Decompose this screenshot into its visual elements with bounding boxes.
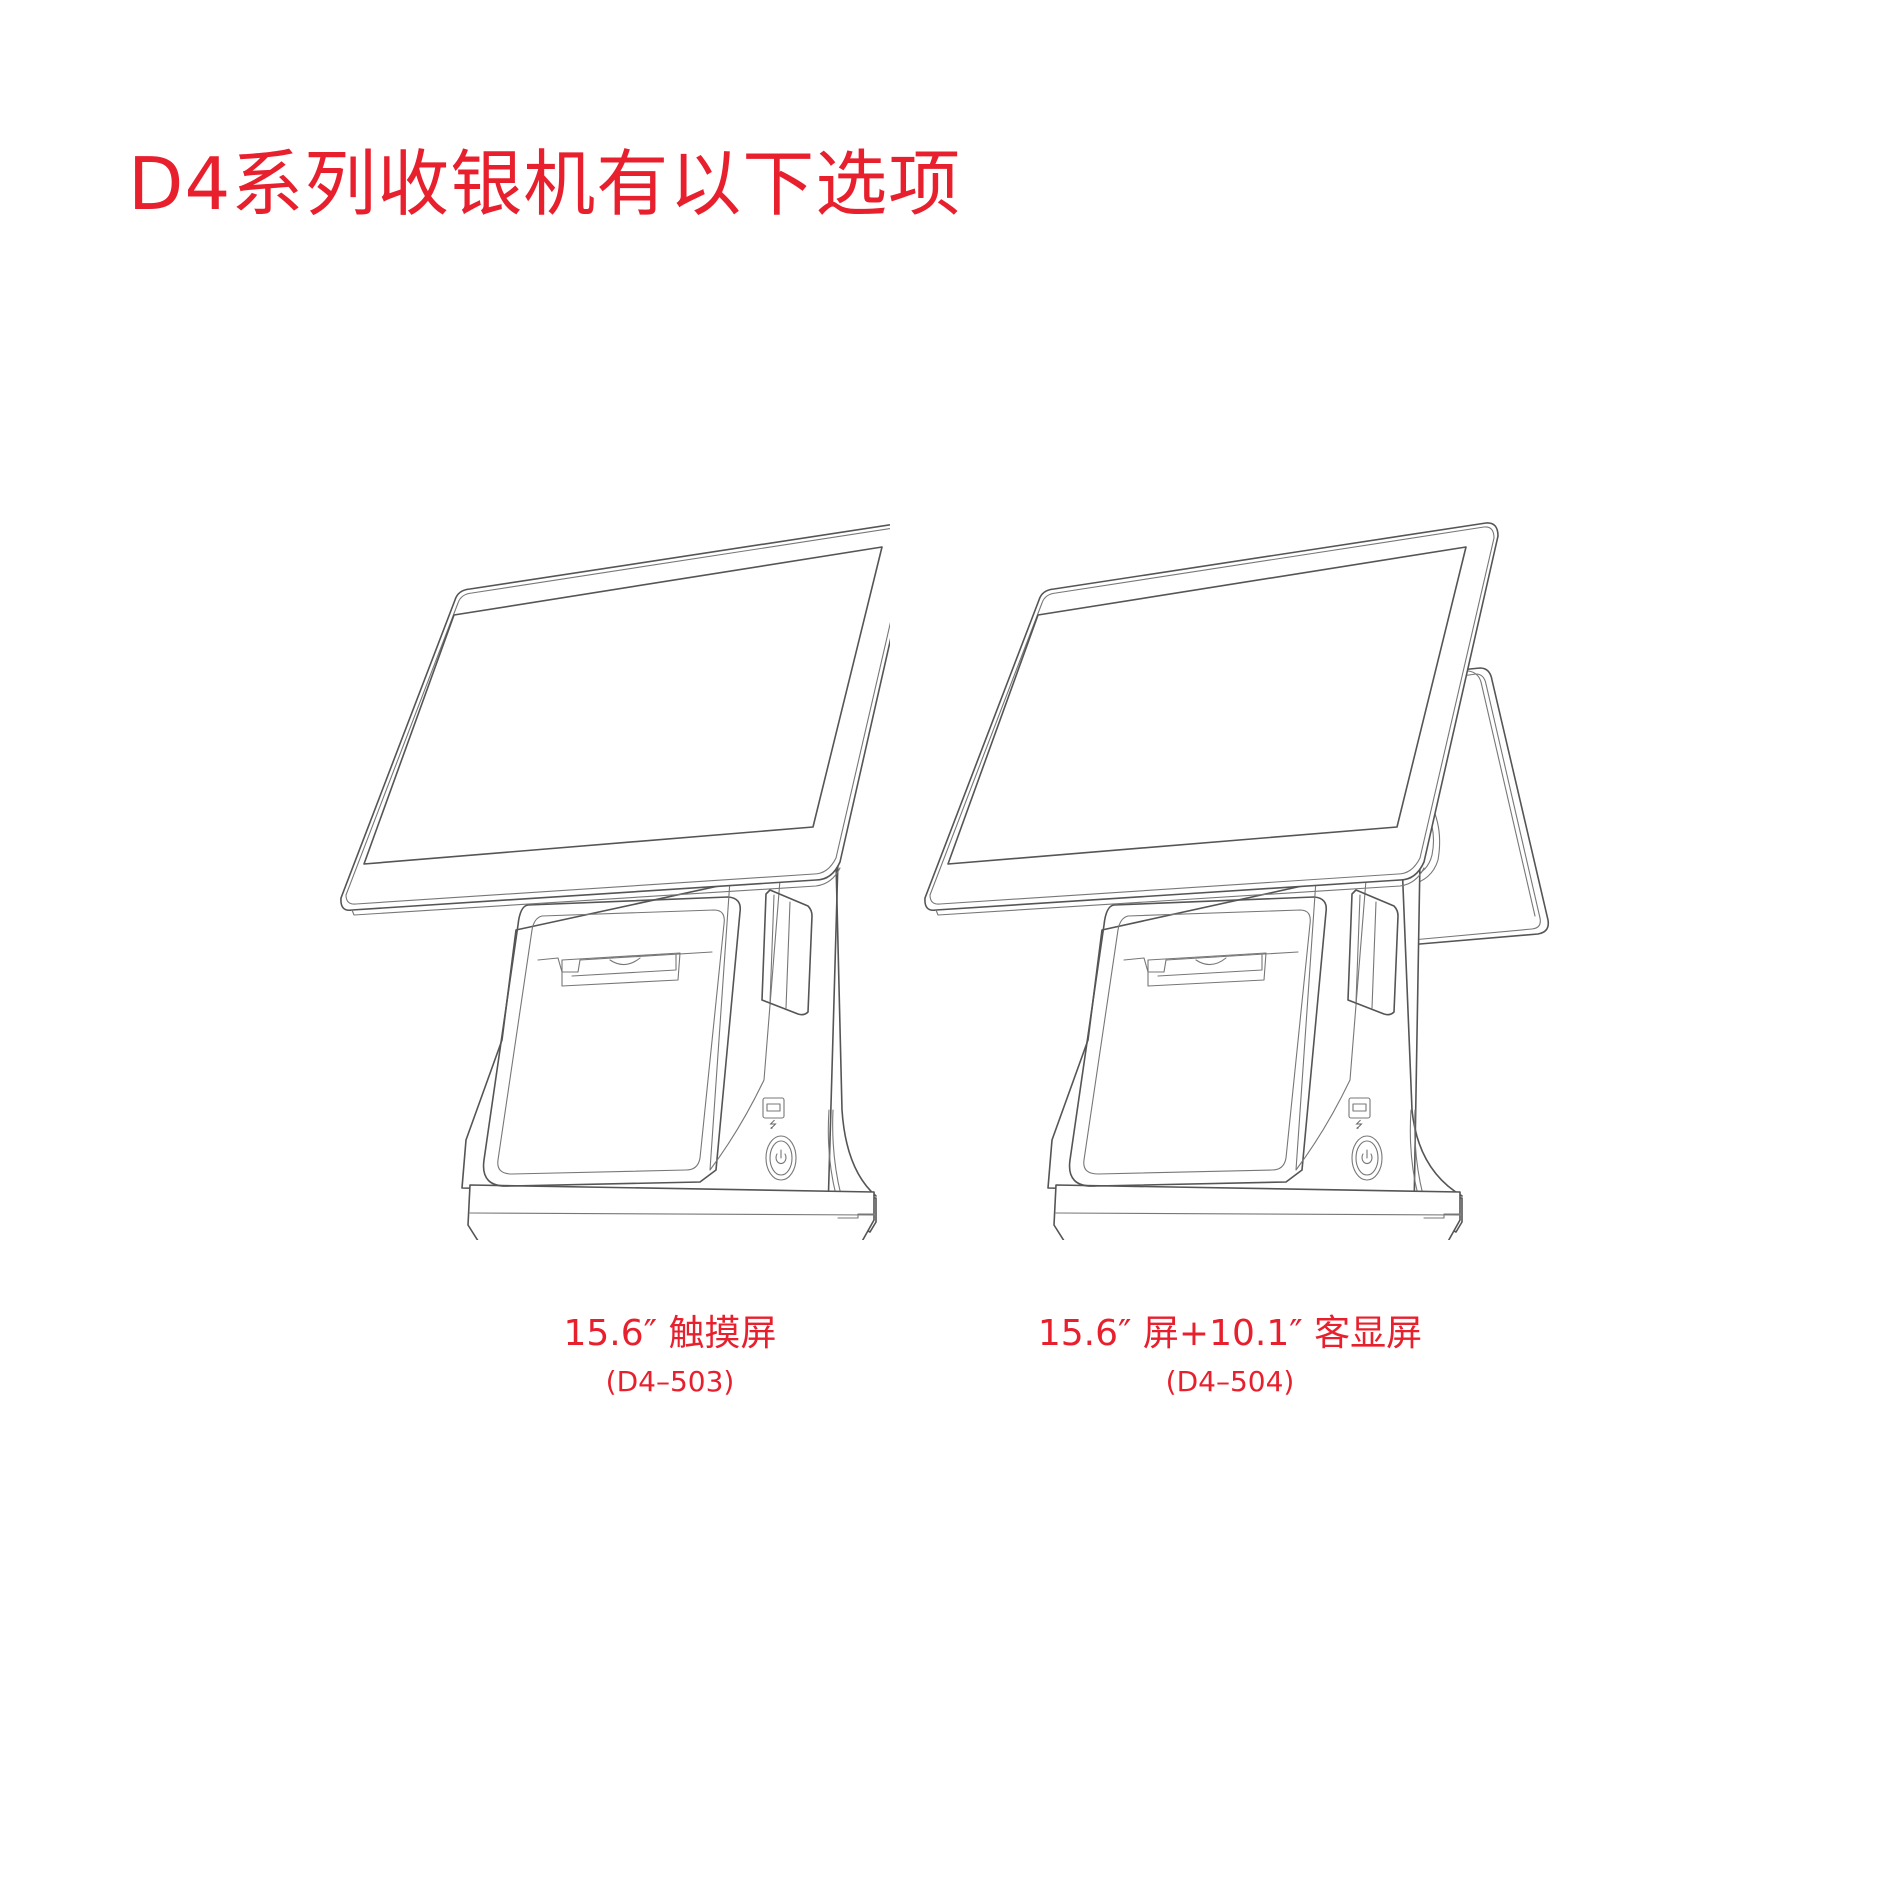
option-model: (D4–504) xyxy=(1165,1365,1295,1399)
main-screen xyxy=(340,524,890,916)
option-model: (D4–503) xyxy=(605,1365,735,1399)
usb-icon: ⭍ xyxy=(1355,1119,1363,1131)
usb-icon: ⭍ xyxy=(769,1119,777,1131)
pos-terminal-illustration: ⭍ xyxy=(924,522,1550,1240)
customer-display xyxy=(1407,667,1550,946)
pos-terminal-dual-screen: ⭍ xyxy=(920,520,1560,1240)
option-title: 15.6″ 触摸屏 xyxy=(563,1313,777,1354)
page-title: D4系列收银机有以下选项 xyxy=(128,142,962,227)
option-title: 15.6″ 屏+10.1″ 客显屏 xyxy=(1037,1313,1423,1354)
option-caption-1: 15.6″ 触摸屏 (D4–503) xyxy=(520,1312,820,1399)
pos-terminal-single-screen: ⭍ xyxy=(330,520,890,1240)
power-icon xyxy=(765,1135,797,1181)
pos-terminal-illustration: ⭍ xyxy=(340,524,890,1240)
option-caption-2: 15.6″ 屏+10.1″ 客显屏 (D4–504) xyxy=(1020,1312,1440,1399)
usb-port xyxy=(762,1097,785,1119)
stand-body: ⭍ xyxy=(1047,859,1463,1240)
main-screen xyxy=(924,522,1499,916)
screen-display xyxy=(363,546,883,865)
screen-display xyxy=(947,546,1467,865)
usb-port xyxy=(1348,1097,1371,1119)
power-icon xyxy=(1351,1135,1383,1181)
stand-body: ⭍ xyxy=(461,859,877,1240)
